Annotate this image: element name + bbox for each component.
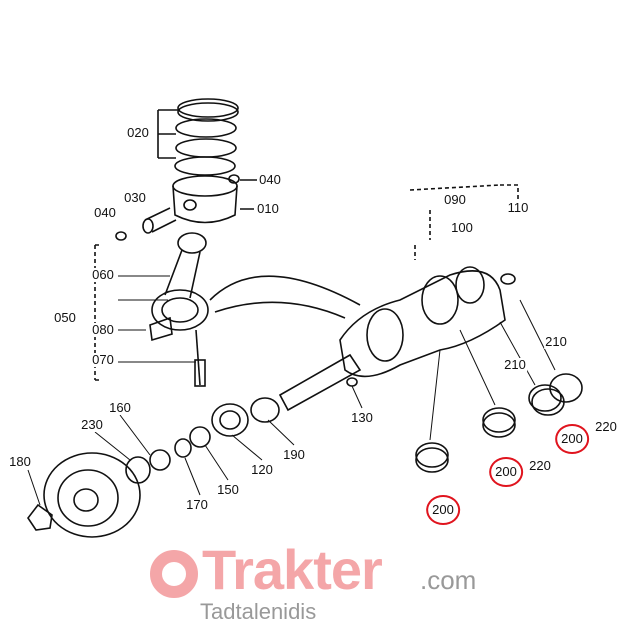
part-label: 170 (185, 497, 209, 512)
main-bearings (415, 373, 583, 473)
highlighted-part-label: 200 (555, 424, 589, 454)
part-label: 010 (256, 201, 280, 216)
part-label: 050 (53, 310, 77, 325)
part-label: 220 (528, 458, 552, 473)
part-label: 220 (594, 419, 618, 434)
part-label: 090 (443, 192, 467, 207)
part-label: 070 (91, 352, 115, 367)
part-label: 180 (8, 454, 32, 469)
connecting-rod (151, 232, 209, 331)
watermark-logo: Trakter (150, 538, 383, 601)
part-label: 110 (506, 200, 530, 215)
part-label: 040 (258, 172, 282, 187)
crankshaft (278, 266, 506, 412)
highlighted-part-label: 200 (426, 495, 460, 525)
watermark-brand: Trakter (202, 538, 383, 601)
piston (172, 175, 238, 224)
part-label: 160 (108, 400, 132, 415)
part-label: 030 (123, 190, 147, 205)
part-label: 150 (216, 482, 240, 497)
part-label: 210 (544, 334, 568, 349)
pulley (43, 452, 141, 538)
part-label: 060 (91, 267, 115, 282)
part-label: 020 (126, 125, 150, 140)
part-label: 120 (250, 462, 274, 477)
part-label: 210 (503, 357, 527, 372)
highlighted-part-label: 200 (489, 457, 523, 487)
part-label: 080 (91, 322, 115, 337)
watermark-subtitle: Tadtalenidis (200, 599, 317, 624)
watermark-domain: .com (420, 565, 477, 595)
part-label: 230 (80, 417, 104, 432)
part-label: 100 (450, 220, 474, 235)
piston-rings (174, 98, 239, 176)
part-label: 130 (350, 410, 374, 425)
part-label: 190 (282, 447, 306, 462)
part-label: 040 (93, 205, 117, 220)
